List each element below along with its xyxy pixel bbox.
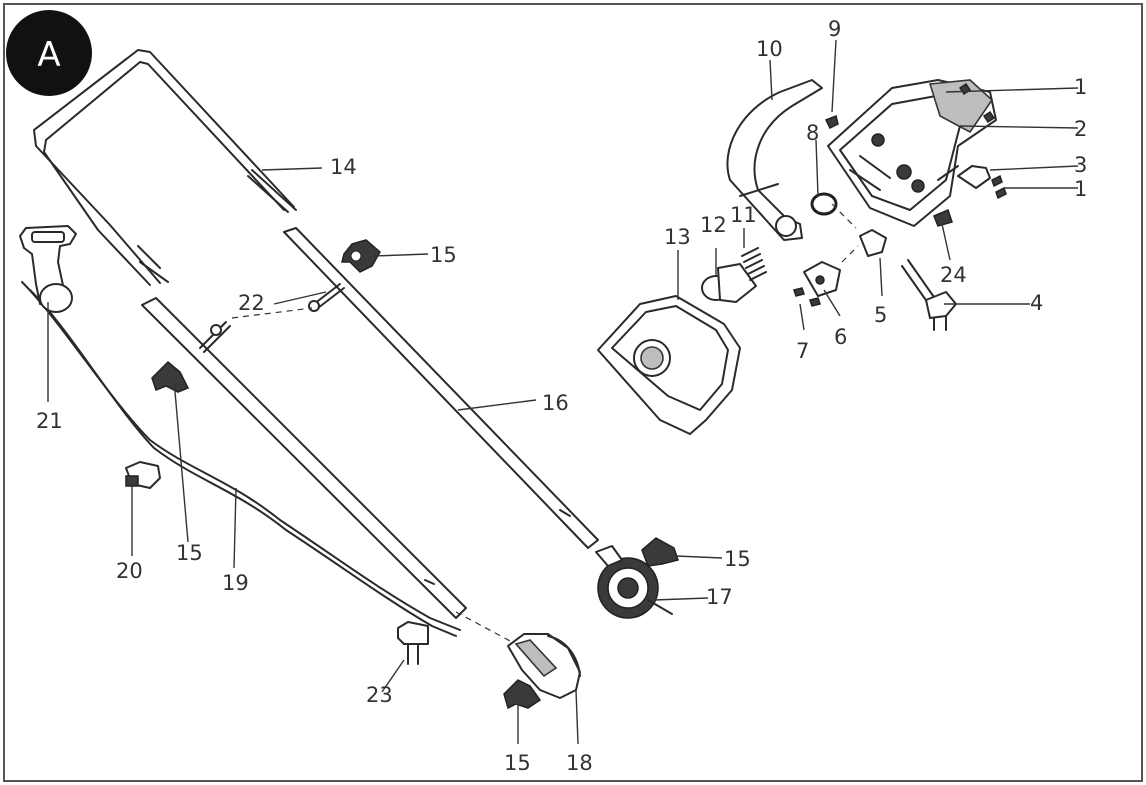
callout-5: 5	[874, 303, 887, 327]
part-8-ring	[810, 192, 838, 216]
part-7-screws	[793, 287, 821, 307]
callout-2: 2	[1074, 117, 1087, 141]
part-20-clip	[125, 461, 161, 489]
callout-19: 19	[222, 571, 249, 595]
panel-badge: A	[6, 10, 92, 96]
callout-21: 21	[36, 409, 63, 433]
badge-circle	[6, 10, 92, 96]
part-15-wing-nut-top	[341, 239, 381, 273]
callout-10: 10	[756, 37, 783, 61]
callout-6: 6	[834, 325, 847, 349]
part-10-lever	[726, 79, 823, 241]
callout-12: 12	[700, 213, 727, 237]
callout-15c: 15	[724, 547, 751, 571]
callout-15b: 15	[176, 541, 203, 565]
callout-23: 23	[366, 683, 393, 707]
part-2-motor-housing	[827, 79, 997, 227]
part-18-bracket	[507, 633, 581, 699]
callout-18: 18	[566, 751, 593, 775]
callout-3: 3	[1074, 153, 1087, 177]
callout-9: 9	[828, 17, 841, 41]
part-14-upper-handle	[33, 49, 297, 286]
callout-15a: 15	[430, 243, 457, 267]
callout-17: 17	[706, 585, 733, 609]
part-15-wing-nut-right	[641, 537, 679, 567]
callout-11: 11	[730, 203, 757, 227]
callout-labels: 1 1 2 3 4 5 6 7 8 9 10 11 12 13 14 15 15…	[36, 17, 1087, 775]
lower-tube	[141, 297, 467, 619]
part-23-pin	[397, 621, 429, 665]
callout-4: 4	[1030, 291, 1043, 315]
part-13-cover	[597, 295, 741, 435]
part-21-hook	[19, 225, 77, 313]
part-3-bracket	[937, 165, 1007, 200]
callout-13: 13	[664, 225, 691, 249]
part-16-tube	[283, 227, 599, 549]
assembly-line-upper	[831, 203, 859, 263]
assembly-line-lower	[455, 611, 513, 643]
callout-7: 7	[796, 339, 809, 363]
leader-lines	[47, 39, 1079, 745]
part-17-gear	[595, 545, 673, 619]
callout-1b: 1	[1074, 177, 1087, 201]
part-15-wing-nut-bottom	[503, 679, 542, 710]
callout-15d: 15	[504, 751, 531, 775]
callout-24: 24	[940, 263, 967, 287]
callout-22: 22	[238, 291, 265, 315]
part-22-bolt	[199, 283, 345, 353]
part-24-connector	[933, 208, 953, 227]
part-15-wing-nut-left	[151, 360, 190, 393]
part-11-spring	[741, 247, 767, 281]
part-9-screw	[824, 114, 839, 130]
part-19-lever-bar	[21, 281, 461, 637]
callout-1a: 1	[1074, 75, 1087, 99]
part-6-plate	[803, 261, 841, 297]
part-4-terminal	[901, 259, 957, 331]
callout-16: 16	[542, 391, 569, 415]
panel-border	[3, 3, 1143, 782]
callout-8: 8	[806, 121, 819, 145]
part-5-block	[859, 229, 887, 257]
badge-label: A	[37, 35, 60, 75]
callout-20: 20	[116, 559, 143, 583]
callout-14: 14	[330, 155, 357, 179]
part-12-button	[701, 263, 757, 303]
